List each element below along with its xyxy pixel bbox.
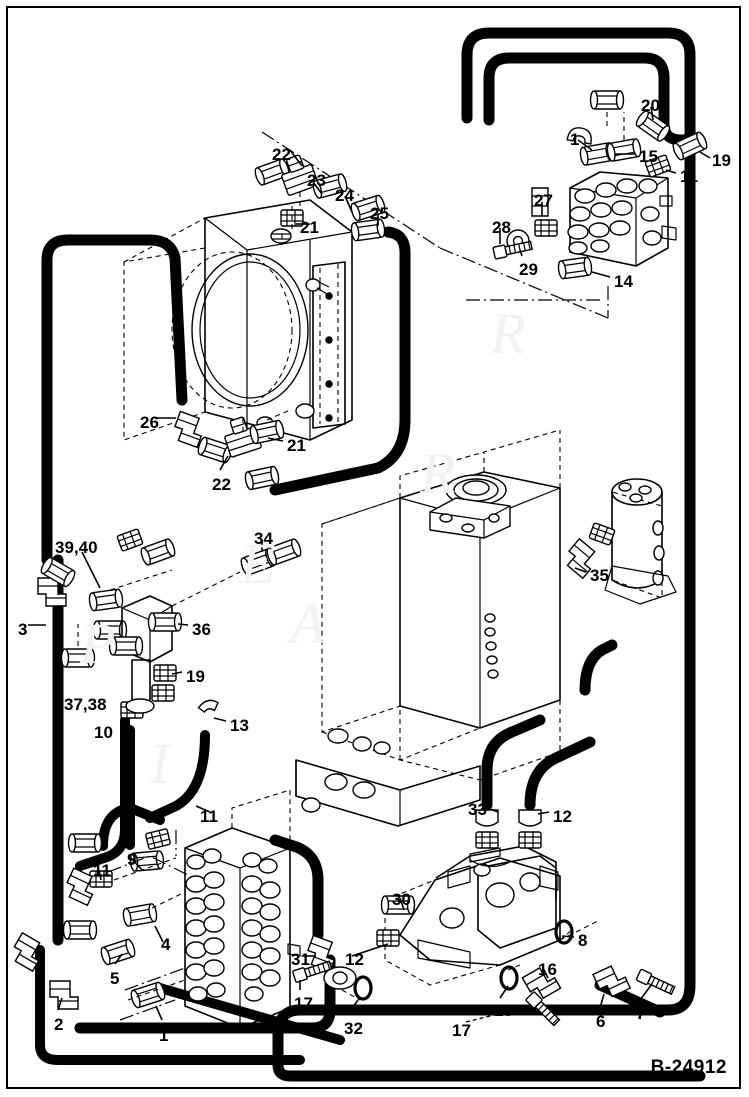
callout-number: 11 [93, 861, 111, 880]
callout-number: 21 [300, 218, 319, 237]
callout-number: 39,40 [55, 538, 98, 557]
callout-number: 17 [294, 994, 313, 1013]
callout-number: 22 [212, 475, 231, 494]
callout-number: 1 [159, 1026, 169, 1045]
callout-number: 13 [230, 716, 249, 735]
callout-number: 21 [287, 436, 306, 455]
callout-number: 35 [590, 566, 609, 585]
callout-number: 34 [254, 529, 273, 548]
callout-number: 11 [200, 807, 218, 826]
callout-number: 28 [492, 218, 511, 237]
callout-number: 25 [370, 204, 389, 223]
callout-number: 22 [272, 145, 291, 164]
callout-number: 23 [307, 171, 326, 190]
callout-number: 2 [54, 1015, 64, 1034]
callout-leaders [28, 106, 711, 1023]
callout-number: 9 [127, 850, 137, 869]
callout-number: 12 [553, 807, 572, 826]
callout-number: 30 [392, 890, 411, 909]
callout-number: 31 [291, 950, 310, 969]
callout-number: 19 [186, 667, 205, 686]
callout-number: 6 [596, 1012, 606, 1031]
callout-number: 32 [344, 1019, 363, 1038]
callout-number: 20 [641, 96, 660, 115]
drawing-border [6, 6, 741, 1089]
callout-number: 16 [538, 960, 557, 979]
callout-number: 17 [452, 1021, 471, 1040]
cooler-top-fittings [252, 151, 388, 245]
callout-number: 8 [578, 931, 588, 950]
main-control-valve [184, 789, 301, 1029]
callout-number: 19 [712, 151, 731, 170]
callout-number: 5 [110, 969, 120, 988]
control-valve-block-top [567, 171, 677, 267]
callout-number: 11 [680, 167, 698, 186]
callout-number: 27 [534, 191, 553, 210]
hydrostatic-pump [384, 845, 601, 986]
callout-number: 10 [94, 723, 113, 742]
callout-number: 7 [636, 1004, 646, 1023]
callout-number: 15 [639, 147, 658, 166]
callout-number: 1 [570, 130, 580, 149]
callout-number: 37,38 [64, 695, 107, 714]
cooler-bottom-fittings [170, 409, 291, 491]
drawing-number: B-24912 [650, 1057, 727, 1078]
left-fitting-cluster [37, 528, 304, 719]
callout-number: 29 [519, 260, 538, 279]
callout-number: 24 [335, 186, 354, 205]
callout-number: 18 [494, 1001, 513, 1020]
callout-number: 3 [18, 620, 28, 639]
callout-number: 14 [614, 272, 633, 291]
callout-number: 26 [140, 413, 159, 432]
cylinder-35 [560, 478, 677, 605]
callout-number: 33 [468, 800, 487, 819]
oil-cooler [123, 199, 353, 441]
callout-number: 36 [192, 620, 211, 639]
callout-number: 12 [345, 950, 364, 969]
hydraulic-tank [295, 429, 561, 827]
callout-number: 4 [161, 935, 171, 954]
